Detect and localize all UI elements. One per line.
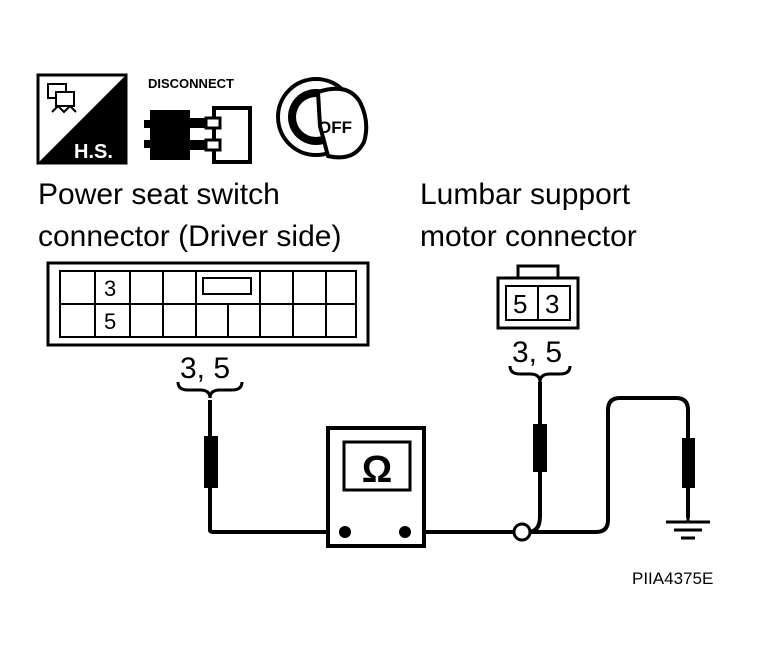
junction	[512, 522, 532, 542]
off-label: OFF	[318, 118, 352, 137]
power-seat-switch-connector: 3 5	[46, 261, 370, 347]
left-pin-5: 5	[104, 309, 116, 334]
ohm-symbol: Ω	[362, 449, 392, 491]
left-connector-title-line2: connector (Driver side)	[38, 220, 341, 253]
meter-terminal-left	[339, 526, 351, 538]
ignition-key-off-icon: OFF	[276, 77, 369, 160]
meter-terminal-right	[399, 526, 411, 538]
left-brace	[176, 381, 244, 399]
ohmmeter: Ω	[326, 426, 426, 548]
right-probe-pins: 3, 5	[512, 336, 562, 369]
right-probe	[533, 424, 547, 472]
right-pin-3: 3	[545, 289, 559, 319]
lumbar-support-motor-connector: 5 3	[496, 264, 580, 330]
right-pin-5: 5	[513, 289, 527, 319]
figure-code: PIIA4375E	[632, 569, 713, 588]
left-probe-pins: 3, 5	[180, 352, 230, 385]
harness-side-icon: H.S.	[36, 73, 128, 165]
test-leads	[208, 382, 690, 534]
hs-label: H.S.	[74, 141, 113, 163]
left-probe	[204, 436, 218, 488]
ground-icon	[666, 518, 710, 540]
left-connector-title-line1: Power seat switch	[38, 178, 280, 211]
left-pin-3: 3	[104, 276, 116, 301]
disconnect-icon: DISCONNECT	[144, 76, 252, 164]
right-connector-title-line2: motor connector	[420, 220, 637, 253]
ground-probe	[682, 438, 695, 488]
disconnect-label: DISCONNECT	[148, 76, 234, 91]
right-connector-title-line1: Lumbar support	[420, 178, 631, 211]
